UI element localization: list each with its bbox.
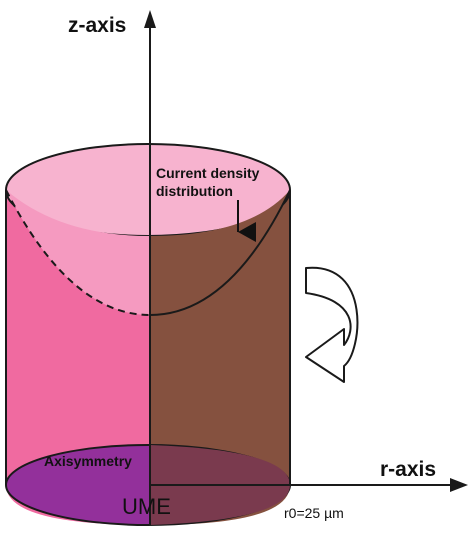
z-axis-arrowhead	[144, 10, 156, 28]
curved-rotation-arrow-icon	[305, 266, 359, 383]
current-density-label-line2: distribution	[156, 183, 233, 199]
density-curve-dashed	[5, 189, 151, 316]
ume-label: UME	[122, 494, 171, 519]
current-density-label-line1: Current density	[156, 165, 260, 181]
r0-label: r0=25 µm	[284, 505, 344, 521]
cylinder-section-right	[150, 190, 290, 525]
r-axis-label: r-axis	[380, 458, 436, 481]
z-axis-label: z-axis	[68, 14, 126, 37]
density-curve-solid	[149, 189, 291, 316]
axisymmetry-label: Axisymmetry	[44, 453, 132, 469]
density-surface-left	[6, 190, 150, 315]
density-surface-right	[150, 190, 290, 315]
r-axis-arrowhead	[450, 478, 468, 492]
